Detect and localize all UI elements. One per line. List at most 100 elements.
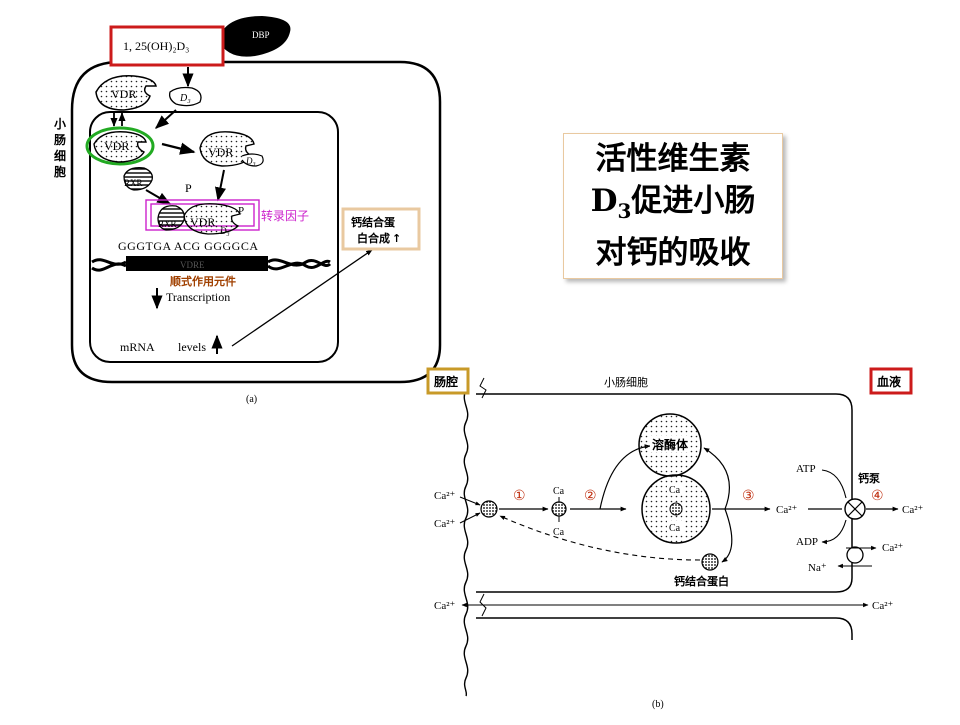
cell-label: 小肠细胞 [604,376,648,389]
phosphate-label-2: P [238,205,244,217]
vesicle-ca-top-bg [667,483,685,495]
adp-arrow [821,519,847,545]
ca-binding-protein-ball [701,553,719,571]
arrow-complex-to-dimer [214,169,226,202]
hormone-label: 1, 25(OH)₂D₃ [123,39,189,53]
title-line-2-rest: 促进小肠 [631,182,756,219]
lumen-box [426,367,470,395]
vdr-highlight-ring [85,126,155,166]
junction-top [479,377,487,399]
pump-cross-b [847,501,863,517]
svg-text:细: 细 [54,148,66,163]
panel-a-caption: (a) [246,394,257,405]
ca-paracellular-right: Ca²⁺ [872,600,894,612]
ca-complex-top-label: Ca [553,486,565,497]
adp-label: ADP [796,536,818,548]
title-d: D [590,182,618,219]
rxr-dimer-shape [157,205,185,231]
vdr-cytoplasm-shape [95,75,157,111]
ca-complex-ball [551,501,567,517]
arrow-to-lysosome-return [703,447,730,510]
arrow-to-protein-synthesis [231,249,373,347]
free-d3-label: D₃ [179,93,191,104]
enterocyte-outline [476,393,853,593]
phosphate-label-1: P [185,181,192,195]
blood-box [869,367,913,395]
vdr-d3-label: VDR [208,145,233,159]
ca-blood-1: Ca²⁺ [902,504,924,516]
vdr-cytoplasm-label: VDR [111,87,136,101]
panel-a: 小 肠 细 胞 DBP 1, 25(OH)₂D₃ D₃ VDR VDR [54,16,442,405]
transcription-factor-label: 转录因子 [261,208,309,223]
arrow-ca-in-2 [459,512,481,524]
arrow-to-binding-protein [721,508,733,563]
side-label-small-intestine-cell: 小 肠 细 胞 [54,116,66,179]
vdr-dimer-label: VDR [190,215,215,229]
hormone-box [109,25,225,67]
atp-arrow [821,469,847,499]
slide-title-box: 活性维生素 D3促进小肠 对钙的吸收 [563,133,783,279]
step-3-marker: ③ [742,489,755,504]
arrow-d3-into-nucleus [154,109,177,129]
nucleus-outline [89,111,339,363]
pump-label: 钙泵 [858,471,880,485]
vdre-label: VDRE [180,260,205,270]
rxr-free-label: RXR [124,178,143,188]
vesicle-ca-bottom: Ca [669,523,681,534]
svg-text:肠: 肠 [54,132,66,147]
lysosome-label-bg [650,436,690,452]
svg-text:小: 小 [54,116,66,131]
lumen-label: 肠腔 [434,374,458,389]
panel-b-caption: (b) [652,699,664,710]
vesicle-ca-ball [669,502,683,516]
d3-dimer-label: D₃ [219,226,230,236]
lysosome-label: 溶酶体 [652,437,689,452]
rxr-dimer-label: RXR [158,219,177,229]
blood-label: 血液 [877,374,901,389]
protein-synthesis-line1: 钙结合蛋 [351,215,396,229]
arrow-ca-in-1 [459,496,481,506]
rxr-free-shape [123,167,153,191]
dna-strand-left [91,258,127,272]
protein-synthesis-box [341,207,421,251]
vesicle-ca-bottom-bg [667,521,685,533]
step-2-marker: ② [584,489,597,504]
ca-paracellular-left: Ca²⁺ [434,600,456,612]
mrna-label: mRNA [120,340,155,354]
cell-outline-outer [70,60,442,384]
title-d-sub: 3 [617,199,632,224]
svg-text:胞: 胞 [54,164,66,179]
vdr-d3-complex-shape [199,131,255,167]
step-1-marker: ① [513,489,526,504]
brush-border [463,389,469,697]
transcription-label: Transcription [166,290,230,304]
cis-element-label: 顺式作用元件 [170,274,236,288]
vesicle-ca-top: Ca [669,485,681,496]
ca-binding-protein-label: 钙结合蛋白 [674,574,729,588]
protein-synthesis-line2: 白合成↑ [357,231,401,245]
vdr-nucleus-label: VDR [104,139,129,153]
vdr-nucleus-shape [93,131,147,163]
free-d3-shape [168,86,202,107]
atp-label: ATP [796,463,816,475]
title-line-3: 对钙的吸收 [595,235,751,272]
dna-strand-right [267,258,332,271]
arrow-vdr-binds-d3 [161,142,196,155]
d3-bound-label: D₃ [245,156,256,166]
dbp-label: DBP [252,30,270,40]
vdr-dimer-shape [183,203,241,235]
vdre-bar [126,256,268,271]
vdre-sequence: GGGTGA ACG GGGGCA [118,239,259,253]
na-ca-exchanger-icon [846,546,864,564]
dbp-protein-shape [218,16,291,57]
ca-blood-2: Ca²⁺ [882,542,904,554]
na-label: Na⁺ [808,562,827,574]
title-line-2: D3促进小肠 [591,180,756,232]
ca-complex-bottom-label: Ca [553,527,565,538]
ca-lumen-bottom: Ca²⁺ [434,518,456,530]
d3-bound-shape [241,153,264,167]
panel-b: 肠腔 小肠细胞 血液 Ca²⁺ Ca²⁺ ① Ca Ca ② 溶酶体 Ca [426,367,924,710]
arrow-rxr-to-dimer [145,189,172,205]
